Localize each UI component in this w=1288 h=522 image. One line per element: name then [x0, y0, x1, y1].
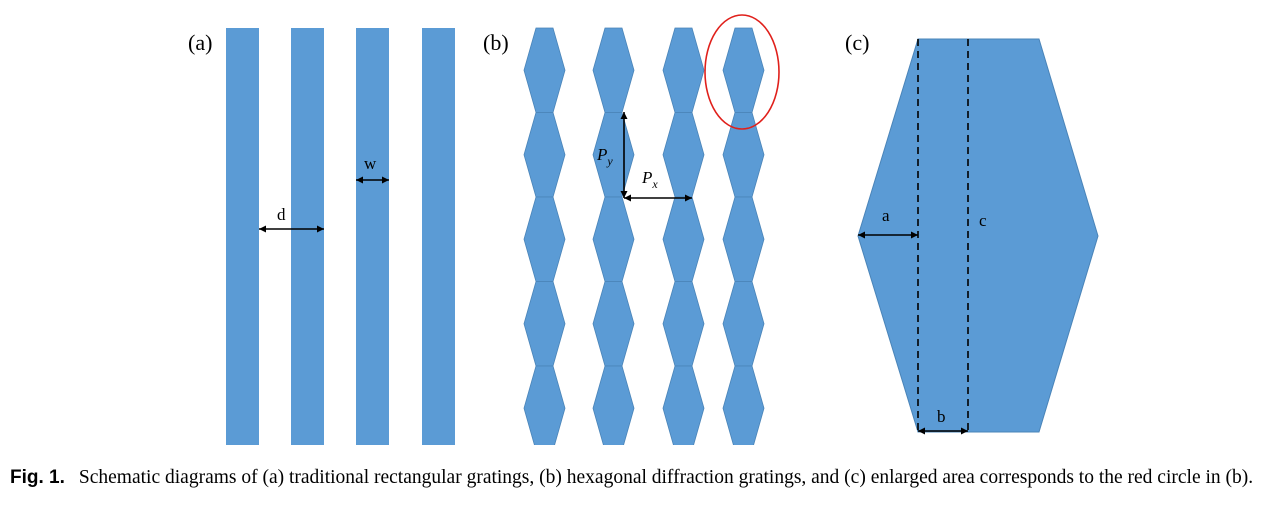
panel-b: (b) Py Px [483, 14, 780, 445]
hexagon-cell [523, 365, 566, 445]
hexagon-cell [662, 365, 705, 445]
rect-grating-bar [422, 28, 455, 445]
red-highlight-circle [704, 14, 780, 130]
hexagon-cell [722, 365, 765, 445]
hexagon-cell [592, 196, 635, 282]
caption-label: Fig. 1. [10, 467, 65, 488]
hexagon-cell [662, 281, 705, 367]
px-label: Px [641, 168, 658, 191]
figure-caption: Fig. 1. Schematic diagrams of (a) traditi… [10, 464, 1282, 491]
hexagon-cell [722, 27, 765, 113]
panel-c-label: (c) [845, 30, 869, 55]
hexagon-cell [523, 281, 566, 367]
hexagon-columns [523, 27, 765, 445]
d-label: d [277, 205, 286, 224]
hexagon-cell [662, 27, 705, 113]
a-label: a [882, 206, 890, 225]
panel-c: (c) a b c [845, 30, 1099, 435]
hexagon-cell [592, 365, 635, 445]
panel-b-label: (b) [483, 30, 509, 55]
hexagon-cell [722, 196, 765, 282]
rect-grating-bar [226, 28, 259, 445]
panel-a-label: (a) [188, 30, 212, 55]
hexagon-cell [662, 196, 705, 282]
rect-grating-bar [291, 28, 324, 445]
hexagon-cell [592, 281, 635, 367]
hexagon-cell [722, 281, 765, 367]
hexagon-cell [523, 27, 566, 113]
w-label: w [364, 154, 377, 173]
panel-a: (a) d w [188, 28, 455, 445]
rect-grating-bar [356, 28, 389, 445]
py-label: Py [596, 145, 613, 168]
hexagon-cell [592, 27, 635, 113]
hexagon-cell [523, 112, 566, 198]
hexagon-cell [523, 196, 566, 282]
b-label: b [937, 407, 946, 426]
caption-text: Schematic diagrams of (a) traditional re… [78, 467, 1254, 488]
c-label: c [979, 211, 987, 230]
grating-schematic-figure: (a) d w (b) Py Px (c) a b c [188, 14, 1099, 445]
hexagon-cell [662, 112, 705, 198]
